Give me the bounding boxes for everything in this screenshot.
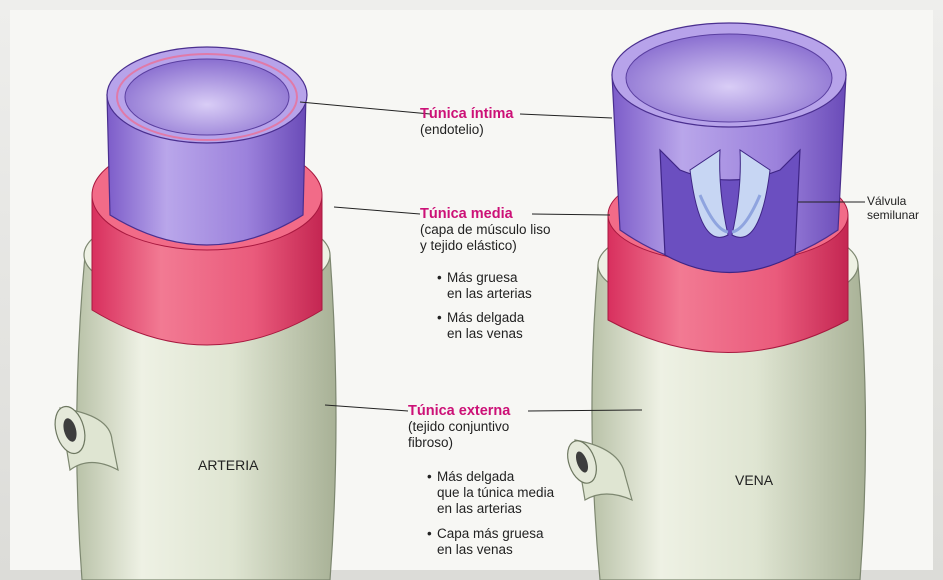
externa-subtitle-line-2: fibroso) [408, 435, 510, 451]
externa-note-1-line-2: que la túnica media [427, 485, 554, 501]
intima-subtitle: (endotelio) [420, 122, 513, 138]
externa-note-2-line-1: Capa más gruesa [427, 526, 544, 542]
externa-note-1-line-1: Más delgada [427, 469, 554, 485]
vein-label: VENA [735, 472, 773, 488]
externa-note-1: Más delgada que la túnica media en las a… [427, 469, 554, 517]
media-note-2: Más delgada en las venas [437, 310, 524, 342]
externa-title: Túnica externa [408, 403, 510, 419]
externa-note-2-line-2: en las venas [427, 542, 544, 558]
externa-note-1-line-3: en las arterias [427, 501, 554, 517]
externa-label: Túnica externa (tejido conjuntivo fibros… [408, 403, 510, 451]
media-note-2-line-1: Más delgada [437, 310, 524, 326]
media-label: Túnica media (capa de músculo liso y tej… [420, 206, 551, 254]
artery-label: ARTERIA [198, 457, 258, 473]
externa-subtitle-line-1: (tejido conjuntivo [408, 419, 510, 435]
valve-label-line-2: semilunar [867, 208, 919, 222]
media-note-1-line-1: Más gruesa [437, 270, 532, 286]
media-note-1: Más gruesa en las arterias [437, 270, 532, 302]
media-subtitle-line-1: (capa de músculo liso [420, 222, 551, 238]
valve-label-line-1: Válvula [867, 194, 919, 208]
media-note-2-line-2: en las venas [437, 326, 524, 342]
intima-label: Túnica íntima (endotelio) [420, 106, 513, 138]
media-note-1-line-2: en las arterias [437, 286, 532, 302]
externa-note-2: Capa más gruesa en las venas [427, 526, 544, 558]
intima-title: Túnica íntima [420, 106, 513, 122]
media-title: Túnica media [420, 206, 513, 222]
media-subtitle-line-2: y tejido elástico) [420, 238, 551, 254]
valve-label: Válvula semilunar [867, 194, 919, 222]
